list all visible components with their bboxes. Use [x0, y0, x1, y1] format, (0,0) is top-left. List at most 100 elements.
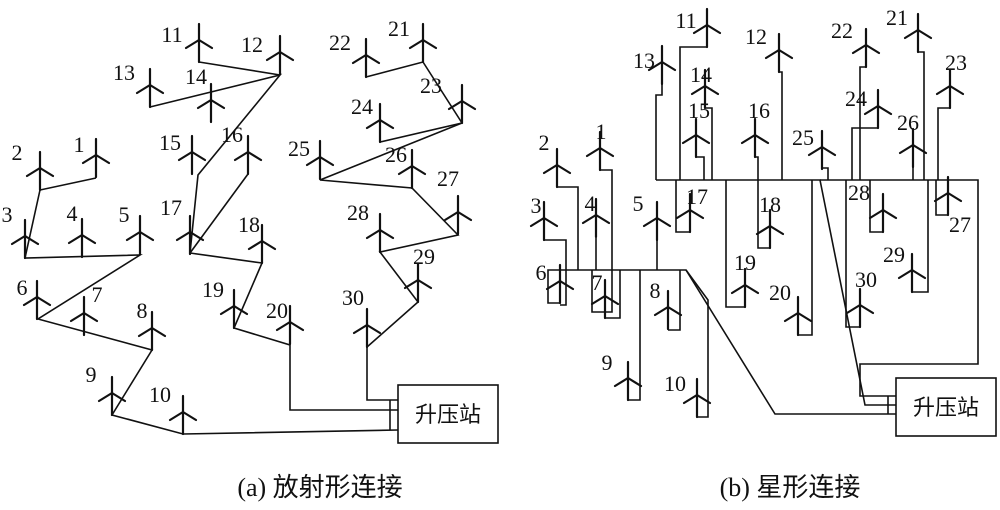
wind-turbine-icon: [613, 360, 643, 402]
turbine-number-label: 20: [266, 298, 288, 323]
turbine-number-label: 9: [602, 350, 613, 375]
turbine-number-label: 6: [536, 260, 547, 285]
wind-turbine-icon: [783, 295, 813, 337]
wind-turbine-icon: [365, 102, 395, 144]
turbine-number-label: 18: [759, 192, 781, 217]
substation-box: [895, 377, 997, 437]
turbine-number-label: 24: [845, 86, 867, 111]
turbine-number-label: 26: [385, 142, 407, 167]
turbine-number-label: 21: [388, 16, 410, 41]
turbine-number-label: 27: [949, 212, 971, 237]
cable-line: [705, 107, 713, 180]
turbine-number-label: 12: [241, 32, 263, 57]
turbine-number-label: 10: [149, 382, 171, 407]
turbine-number-label: 10: [664, 371, 686, 396]
cable-line: [591, 169, 613, 313]
cable-line: [757, 180, 770, 249]
turbine-number-label: 21: [886, 5, 908, 30]
wind-turbine-icon: [681, 117, 711, 159]
turbine-number-label: 9: [86, 362, 97, 387]
turbine-number-label: 8: [137, 298, 148, 323]
cable-line: [851, 127, 878, 180]
cable-line: [935, 180, 948, 216]
wind-turbine-icon: [653, 289, 683, 331]
turbine-number-label: 23: [945, 50, 967, 75]
wind-turbine-icon: [247, 223, 277, 265]
cable-line: [675, 180, 690, 233]
wind-turbine-icon: [365, 212, 395, 254]
cable-line: [605, 270, 621, 319]
turbine-number-label: 17: [160, 195, 182, 220]
turbine-number-label: 3: [531, 193, 542, 218]
turbine-number-label: 28: [848, 180, 870, 205]
turbine-number-label: 5: [119, 202, 130, 227]
cable-line: [198, 61, 281, 76]
turbine-number-label: 20: [769, 280, 791, 305]
wind-turbine-icon: [845, 287, 875, 329]
turbine-number-label: 22: [329, 30, 351, 55]
turbine-number-label: 14: [185, 64, 207, 89]
wind-turbine-icon: [692, 7, 722, 49]
caption-a: (a) 放射形连接: [237, 473, 402, 502]
wind-turbine-icon: [529, 200, 559, 242]
wind-turbine-icon: [275, 304, 305, 346]
wind-turbine-icon: [647, 44, 677, 86]
cable-line: [822, 167, 829, 180]
turbine-number-label: 22: [831, 18, 853, 43]
turbine-number-label: 19: [202, 277, 224, 302]
wind-turbine-icon: [351, 37, 381, 79]
wind-turbine-icon: [184, 22, 214, 64]
cable-line: [655, 84, 663, 180]
turbine-number-label: 1: [596, 119, 607, 144]
cable-line: [656, 179, 896, 406]
wind-turbine-icon: [740, 117, 770, 159]
wind-turbine-icon: [443, 194, 473, 236]
turbine-number-label: 6: [17, 275, 28, 300]
turbine-number-label: 4: [67, 201, 78, 226]
turbine-number-label: 24: [351, 94, 373, 119]
substation-box: [397, 384, 499, 444]
wind-turbine-icon: [642, 200, 672, 242]
star-substation: 升压站: [895, 377, 997, 437]
turbine-number-label: 18: [238, 212, 260, 237]
wind-turbine-icon: [137, 310, 167, 352]
wind-turbine-icon: [219, 288, 249, 330]
turbine-number-label: 13: [113, 60, 135, 85]
turbine-number-label: 16: [221, 122, 243, 147]
wind-turbine-icon: [408, 22, 438, 64]
cable-line: [937, 107, 950, 180]
cable-line: [570, 269, 896, 415]
turbine-number-label: 29: [883, 242, 905, 267]
wind-turbine-icon: [305, 139, 335, 181]
turbine-number-label: 12: [745, 24, 767, 49]
wind-turbine-icon: [25, 150, 55, 192]
wind-turbine-icon: [755, 208, 785, 250]
cable-line: [820, 179, 979, 397]
wind-turbine-icon: [690, 68, 720, 110]
wind-turbine-icon: [447, 83, 477, 125]
wind-turbine-icon: [933, 175, 963, 217]
cable-line: [668, 270, 681, 331]
turbine-number-label: 11: [161, 22, 182, 47]
turbine-number-label: 17: [686, 184, 708, 209]
cable-line: [869, 180, 883, 233]
cable-line: [628, 270, 641, 401]
wind-turbine-icon: [69, 295, 99, 337]
turbine-number-label: 15: [159, 130, 181, 155]
wind-turbine-icon: [67, 217, 97, 259]
cable-line: [918, 51, 925, 180]
wind-turbine-icon: [22, 279, 52, 321]
wind-turbine-icon: [730, 267, 760, 309]
star-cable-lines: [544, 46, 979, 418]
turbine-number-label: 25: [792, 125, 814, 150]
wind-turbine-icon: [168, 394, 198, 436]
wind-turbine-icon: [868, 192, 898, 234]
turbine-number-label: 1: [74, 132, 85, 157]
turbine-number-label: 28: [347, 200, 369, 225]
cable-line: [685, 269, 709, 418]
